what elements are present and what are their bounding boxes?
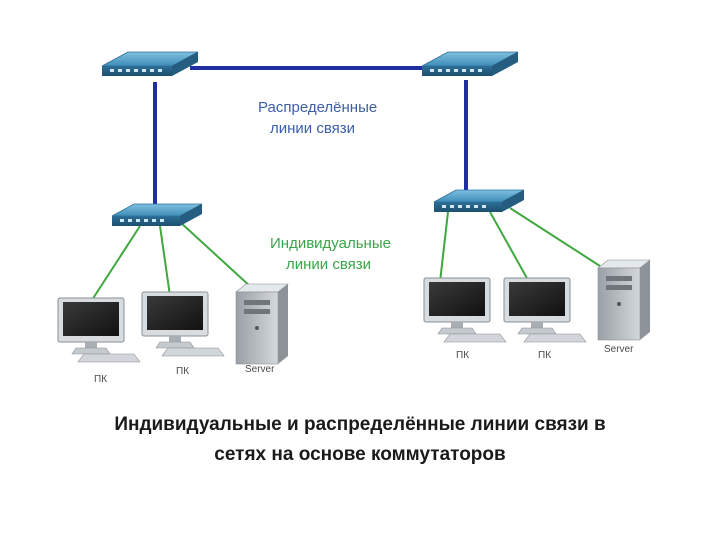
caption-line-2: сетях на основе коммутаторов (214, 444, 506, 465)
pc-right-1 (423, 277, 507, 343)
server-right-label: Server (604, 344, 634, 355)
server-left-label: Server (245, 364, 275, 375)
link-right-pc2 (489, 211, 529, 281)
link-left-server (179, 221, 253, 289)
pc-left-1 (57, 297, 141, 363)
switch-bottom-left (111, 203, 203, 226)
distributed-links (153, 66, 468, 210)
pc-right-1-label: ПК (456, 350, 469, 361)
individual-links (91, 207, 601, 301)
pc-right-2-label: ПК (538, 350, 551, 361)
individual-label-line1: Индивидуальные (270, 235, 391, 252)
server-right (597, 259, 651, 341)
slide-caption: Индивидуальные и распределённые линии св… (20, 410, 700, 470)
link-left-pc2 (159, 225, 171, 297)
individual-label-line2: линии связи (286, 256, 371, 273)
caption-line-1: Индивидуальные и распределённые линии св… (114, 414, 606, 435)
link-right-pc1 (439, 211, 449, 283)
pc-left-2-label: ПК (176, 366, 189, 377)
link-right-server (509, 207, 601, 267)
pc-right-2 (503, 277, 587, 343)
network-diagram: Распределённые линии связи Индивидуальны… (57, 51, 651, 385)
switch-top-left (101, 51, 199, 76)
switch-bottom-right (433, 189, 525, 212)
link-left-pc1 (91, 225, 141, 301)
pc-left-2 (141, 291, 225, 357)
distributed-label-line1: Распределённые (258, 99, 377, 116)
switch-top-right (421, 51, 519, 76)
pc-left-1-label: ПК (94, 374, 107, 385)
distributed-label-line2: линии связи (270, 120, 355, 137)
server-left (235, 283, 289, 365)
